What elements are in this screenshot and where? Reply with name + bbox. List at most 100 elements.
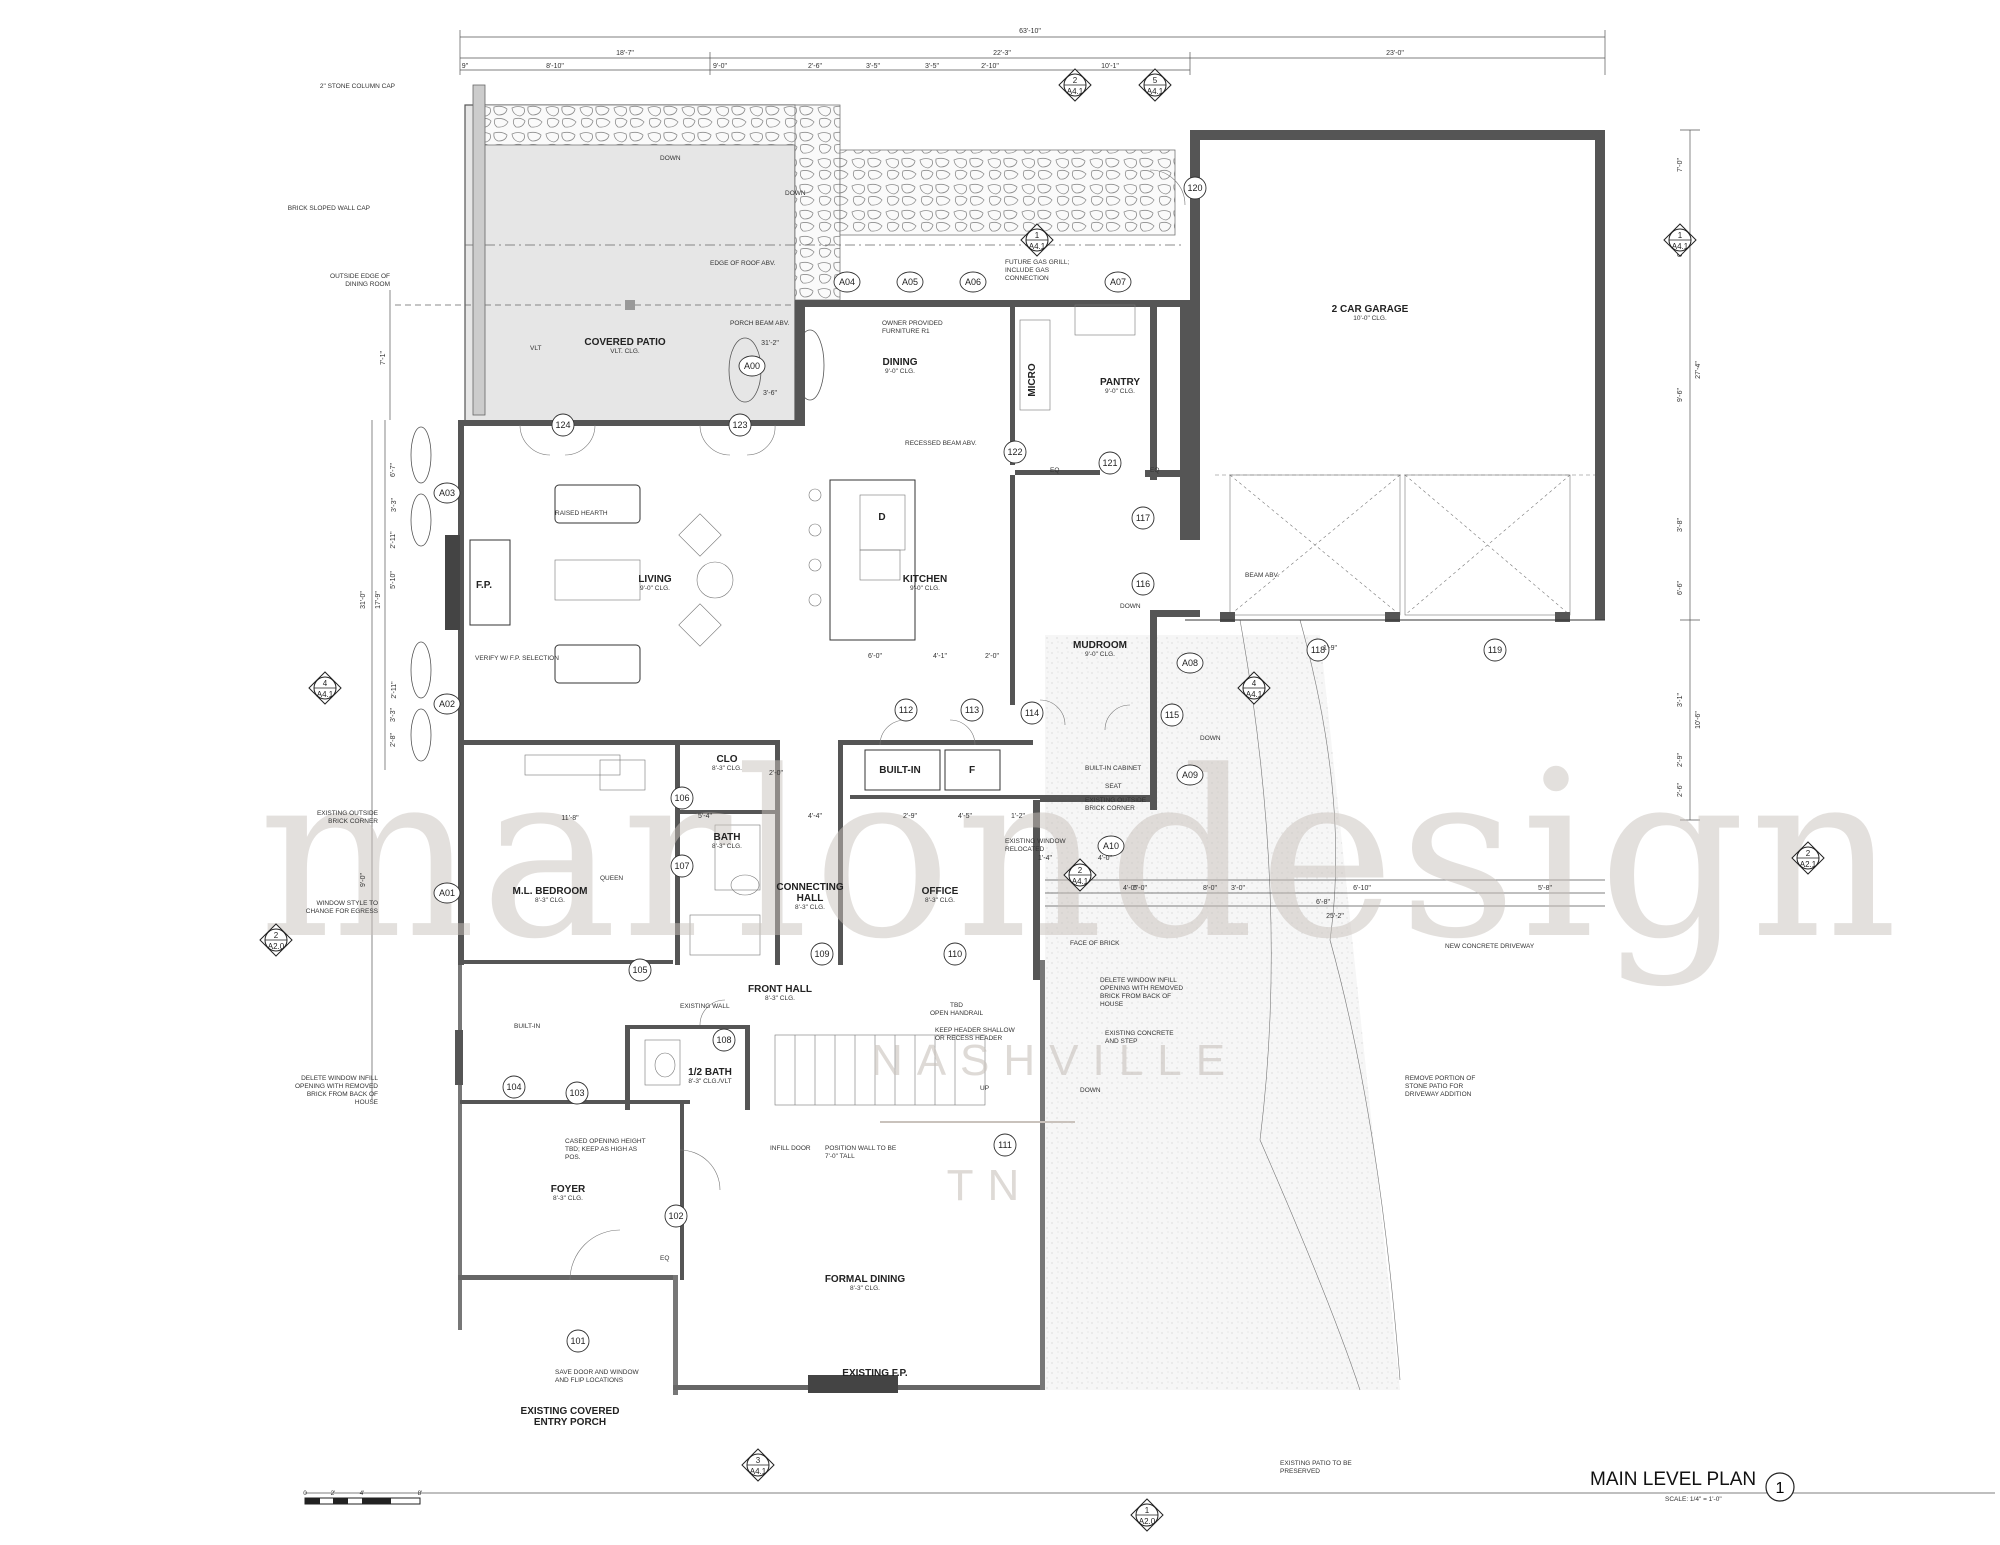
door-tag: 122: [1003, 440, 1027, 464]
dimension-label: 2'-11": [391, 681, 398, 699]
dimension-label: 9'-6": [1677, 388, 1684, 402]
plan-note-text: DOWN: [1120, 603, 1141, 610]
door-tag-number: 113: [965, 705, 979, 715]
room-ceiling: 8'-3" CLG./VLT: [688, 1078, 731, 1085]
door-tag: 105: [628, 958, 652, 982]
plan-note-text: VLT: [530, 345, 541, 352]
room-ceiling: 8'-3" CLG.: [850, 1285, 880, 1292]
room-label: F.P.: [476, 580, 492, 591]
plan-note: VERIFY W/ F.P. SELECTION: [475, 655, 559, 662]
window-tag: A02: [433, 693, 461, 715]
door-tag-number: 115: [1165, 710, 1179, 720]
plan-note-text: BRICK SLOPED WALL CAP: [288, 205, 370, 212]
room-name: KITCHEN: [903, 574, 947, 585]
room-name: DINING: [883, 357, 918, 368]
door-tag-number: 117: [1136, 513, 1150, 523]
window-tag-label: A09: [1182, 770, 1198, 780]
room-ceiling: 9'-0" CLG.: [640, 585, 670, 592]
plan-note-text: DOWN: [660, 155, 681, 162]
dimension-label: 2'-11": [390, 531, 397, 549]
section-marker: 2A2.1: [1791, 841, 1825, 875]
door-tag: 110: [943, 942, 967, 966]
door-tag: 116: [1131, 572, 1155, 596]
room-label: BUILT-IN: [879, 765, 920, 776]
dimension-label: 3'-3": [391, 498, 398, 512]
dimension-label: 9'-0": [360, 873, 367, 887]
scalebar-tick-label: 0: [303, 1490, 307, 1497]
door-tag-number: 108: [716, 1035, 731, 1045]
plan-note-text: INFILL DOOR: [770, 1145, 811, 1152]
plan-note: NEW CONCRETE DRIVEWAY: [1445, 943, 1535, 950]
dimension-label: 31'-2": [761, 340, 779, 347]
room-name: 1/2 BATH: [688, 1067, 732, 1078]
dimension-label: 3'-1": [1677, 693, 1684, 707]
dimension-label: 63'-10": [1019, 28, 1041, 35]
plan-note: PORCH BEAM ABV.: [730, 320, 790, 327]
room-name: COVERED PATIO: [584, 337, 666, 348]
window-tag: A07: [1104, 271, 1132, 293]
section-marker: 1A4.1: [1663, 223, 1697, 257]
door-tag-number: 102: [668, 1211, 683, 1221]
dimension-label: 6'-8": [1316, 899, 1330, 906]
room-name: FRONT HALL: [748, 984, 812, 995]
stone-column: [472, 84, 486, 416]
dimension-label: 2'-8": [390, 733, 397, 747]
section-number: 5: [1153, 76, 1158, 85]
plan-note: RECESSED BEAM ABV.: [905, 440, 977, 447]
door-tag-number: 119: [1488, 645, 1502, 655]
dimension-label: 4'-1": [933, 653, 947, 660]
room-name: BUILT-IN: [879, 765, 920, 776]
door-tag: 112: [894, 698, 918, 722]
dimension-label: 1'-2": [1011, 813, 1025, 820]
section-sheet: A4.1: [1246, 690, 1263, 699]
room-name: LIVING: [638, 574, 672, 585]
room-name: FOYER: [551, 1184, 586, 1195]
watermark: marlondesign NASHVILLE TN: [258, 723, 1898, 1210]
dimension-label: 18'-7": [616, 50, 634, 57]
annotation-notes: 2" STONE COLUMN CAP BRICK SLOPED WALL CAP…: [288, 83, 1535, 1475]
plan-note: DOWN: [1080, 1087, 1101, 1094]
room-name: PANTRY: [1100, 377, 1140, 388]
interior-walls: [445, 300, 1100, 1280]
section-sheet: A4.1: [1067, 87, 1084, 96]
dimension-label: 4'-0": [1098, 855, 1112, 862]
scalebar-tick-label: 4': [360, 1490, 365, 1497]
plan-note: EQ: [1150, 467, 1159, 474]
furniture: [524, 304, 1136, 1106]
watermark-state: TN: [947, 1161, 1034, 1210]
dimension-label: 8'-0": [1203, 885, 1217, 892]
plan-note-text: QUEEN: [600, 875, 623, 882]
room-ceiling: 9'-0" CLG.: [885, 368, 915, 375]
plan-note: 2" STONE COLUMN CAP: [320, 83, 395, 90]
plan-note: BUILT-IN: [514, 1023, 541, 1030]
plan-note: DOWN: [785, 190, 806, 197]
room-name: EXISTING F.P.: [842, 1368, 908, 1379]
window-tag: A03: [433, 482, 461, 504]
dimension-label: 6'-7": [390, 463, 397, 477]
section-marker: 2A4.1: [1063, 858, 1097, 892]
room-ceiling: 8'-3" CLG.: [712, 765, 742, 772]
garage: [1180, 130, 1605, 622]
room-name: MICRO: [1027, 363, 1038, 397]
door-tag: 111: [993, 1133, 1017, 1157]
door-tag: 109: [810, 942, 834, 966]
door-tag: 117: [1131, 506, 1155, 530]
plan-note-text: VERIFY W/ F.P. SELECTION: [475, 655, 559, 662]
